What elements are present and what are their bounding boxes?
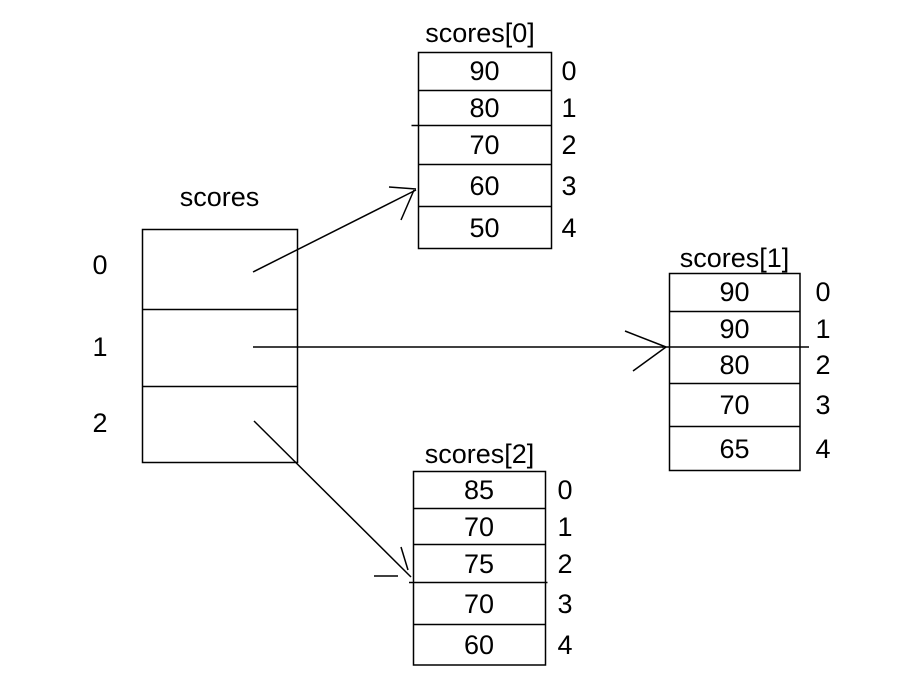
array-0-value-2: 70 [469,130,500,160]
arrow-to-array-2 [253,420,412,578]
array-0-index-2: 2 [561,130,577,160]
array-2-value-0: 85 [463,474,495,505]
pointer-array-label: scores [179,181,260,212]
arrow-to-array-2-head-barb-2 [400,546,409,571]
array-2-index-3: 3 [557,588,573,619]
array-1-value-1: 90 [719,314,750,344]
array-2-outline [412,470,547,666]
array-1-outline [668,272,801,472]
pointer-array-box [141,228,299,464]
arrow-to-array-0-head-barb-1 [388,186,417,190]
array-2-title: scores[2] [424,438,535,469]
array-2-box [409,470,548,666]
array-0-value-0: 90 [469,56,500,86]
arrow-to-array-0-shaft [252,189,417,273]
array-1-index-0: 0 [815,277,831,307]
array-0-index-4: 4 [561,212,577,243]
array-2-index-4: 4 [557,629,573,660]
array-0-index-3: 3 [561,170,577,201]
array-2-index-1: 1 [557,511,573,542]
array-1-value-4: 65 [719,433,750,464]
array-1-index-2: 2 [815,349,831,380]
arrow-to-array-0-head-barb-2 [400,189,415,221]
array-0-index-1: 1 [561,92,577,123]
array-0-box [411,51,553,250]
pointer-array-index-1: 1 [92,331,108,362]
array-0-outline [417,51,553,250]
array-2-value-4: 60 [463,629,495,660]
arrow-to-array-1 [253,330,667,372]
array-0-value-4: 50 [469,212,500,243]
array-1-index-1: 1 [815,314,831,344]
array-2-index-0: 0 [557,474,573,505]
array-2-value-2: 75 [463,548,495,579]
arrow-to-array-1-head-barb-1 [624,330,667,348]
array-2-value-1: 70 [463,511,495,542]
array-0-value-1: 80 [469,92,500,123]
array-2-index-2: 2 [557,548,573,579]
arrow-to-array-2-shaft [253,420,412,578]
array-1-value-0: 90 [719,277,750,307]
arrow-to-array-1-head-barb-2 [632,346,667,372]
pointer-array-outline [141,228,299,464]
array-1-box [662,272,809,472]
array-1-value-2: 80 [719,349,750,380]
array-2-value-3: 70 [463,588,495,619]
pointer-array-index-2: 2 [92,407,108,438]
array-0-value-3: 60 [469,170,500,201]
pointer-array-index-0: 0 [92,249,108,280]
array-1-value-3: 70 [719,389,750,420]
array-1-index-4: 4 [815,433,831,464]
arrow-to-array-0 [252,186,417,273]
array-1-title: scores[1] [679,242,790,273]
array-0-title: scores[0] [425,17,535,48]
array-0-index-0: 0 [561,56,577,86]
array-1-index-3: 3 [815,389,831,420]
